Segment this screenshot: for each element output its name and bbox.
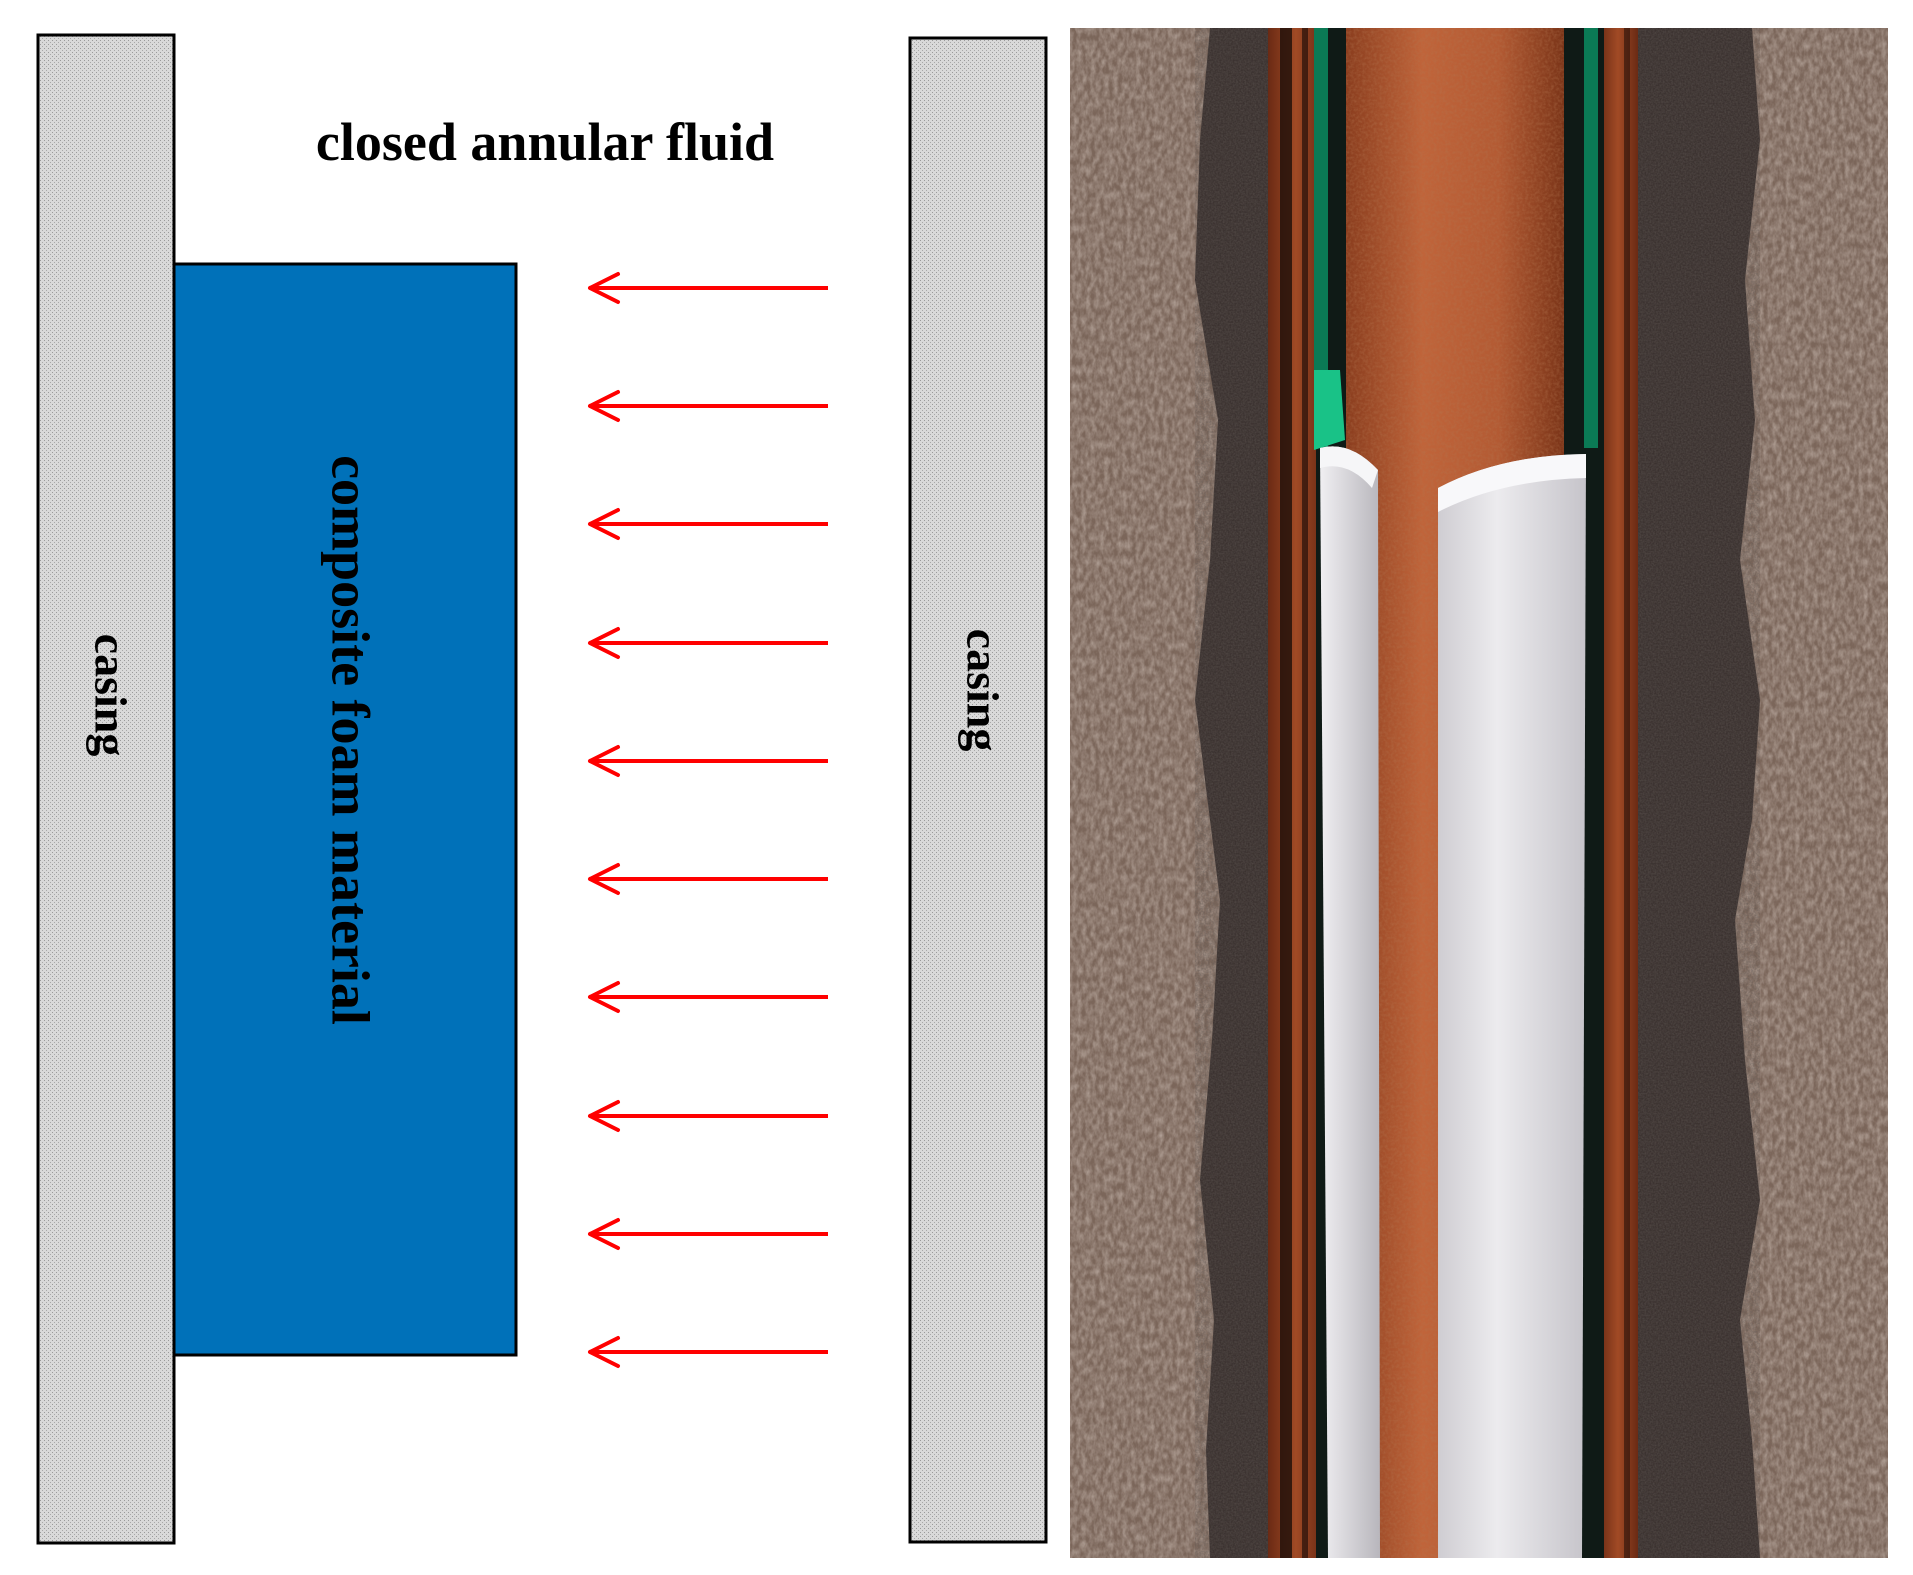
right-casing-label: casing bbox=[957, 629, 1008, 752]
left-casing bbox=[36, 33, 176, 1545]
left-casing-label: casing bbox=[85, 634, 136, 757]
pressure-arrow bbox=[588, 1100, 828, 1132]
pressure-arrow bbox=[588, 981, 828, 1013]
pressure-arrow bbox=[588, 272, 828, 304]
diagram-title: closed annular fluid bbox=[316, 112, 774, 172]
composite-foam-block bbox=[172, 262, 518, 1357]
seal-ring-left bbox=[1314, 28, 1328, 448]
pressure-arrow bbox=[588, 1336, 828, 1368]
pressure-arrow bbox=[588, 745, 828, 777]
schematic-panel: closed annular fluid casing casing compo… bbox=[36, 33, 1048, 1545]
right-casing bbox=[908, 36, 1048, 1544]
pressure-arrow bbox=[588, 1218, 828, 1250]
pressure-arrow bbox=[588, 863, 828, 895]
foam-sleeve-right bbox=[1438, 454, 1586, 1558]
pressure-arrow bbox=[588, 508, 828, 540]
pressure-arrow bbox=[588, 627, 828, 659]
pressure-arrow bbox=[588, 390, 828, 422]
outer-casing-right-wall bbox=[1598, 28, 1638, 1558]
wellbore-illustration bbox=[1070, 28, 1888, 1558]
pressure-arrows bbox=[588, 272, 828, 1368]
foam-material-label: composite foam material bbox=[321, 455, 381, 1025]
seal-ring-right bbox=[1584, 28, 1598, 448]
foam-sleeve-left bbox=[1320, 446, 1380, 1558]
